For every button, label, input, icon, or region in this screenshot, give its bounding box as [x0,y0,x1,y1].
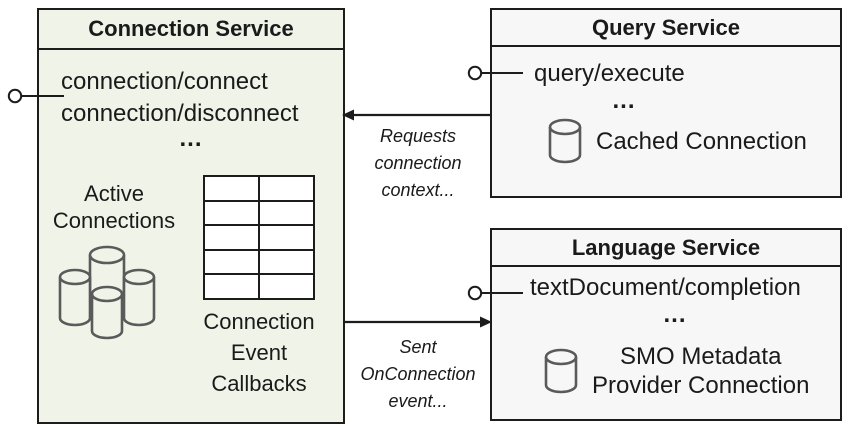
database-cluster-icon [58,245,156,340]
table-cell [260,250,313,274]
method-connection-disconnect: connection/disconnect [61,100,299,127]
language-service-title: Language Service [492,230,840,267]
database-icon [544,348,578,394]
connection-event-callbacks-label: Connection Event Callbacks [203,309,315,396]
connection-service-methods: connection/connect connection/disconnect [61,66,299,130]
language-service-box: Language Service textDocument/completion… [490,228,842,421]
active-connections-label: Active Connections [52,181,176,233]
query-service-ellipsis: ... [612,87,636,114]
method-query-execute: query/execute [534,60,685,87]
method-connection-connect: connection/connect [61,68,268,95]
table-cell [205,275,258,298]
callback-table-icon [203,175,315,300]
table-cell [205,177,258,200]
requests-connection-context-label: Requests connection context... [374,126,462,200]
table-cell [205,250,258,274]
table-cell [205,226,258,249]
table-cell [260,177,313,200]
sent-onconnection-event-label: Sent OnConnection event... [360,337,476,411]
language-service-ellipsis: ... [663,301,687,328]
database-icon [548,118,582,164]
query-service-title: Query Service [492,10,840,47]
connection-service-interface-connector-icon [7,88,64,104]
smo-connection-row: SMO Metadata Provider Connection [544,342,809,400]
cached-connection-row: Cached Connection [548,118,807,164]
query-service-box: Query Service query/execute ... Cached C… [490,8,842,198]
connection-service-ellipsis: ... [179,125,203,152]
arrow-requests-connection-context [342,109,492,121]
query-service-interface-connector-icon [467,65,523,81]
arrow-sent-onconnection-event [345,316,492,328]
smo-metadata-provider-connection-label: SMO Metadata Provider Connection [592,343,810,399]
connection-service-title: Connection Service [39,10,343,50]
method-textdocument-completion: textDocument/completion [530,274,801,301]
connection-service-box: Connection Service connection/connect co… [37,8,345,424]
table-cell [260,275,313,298]
table-cell [260,201,313,225]
table-cell [260,226,313,249]
table-cell [205,201,258,225]
language-service-interface-connector-icon [467,285,523,301]
cached-connection-label: Cached Connection [596,127,807,155]
